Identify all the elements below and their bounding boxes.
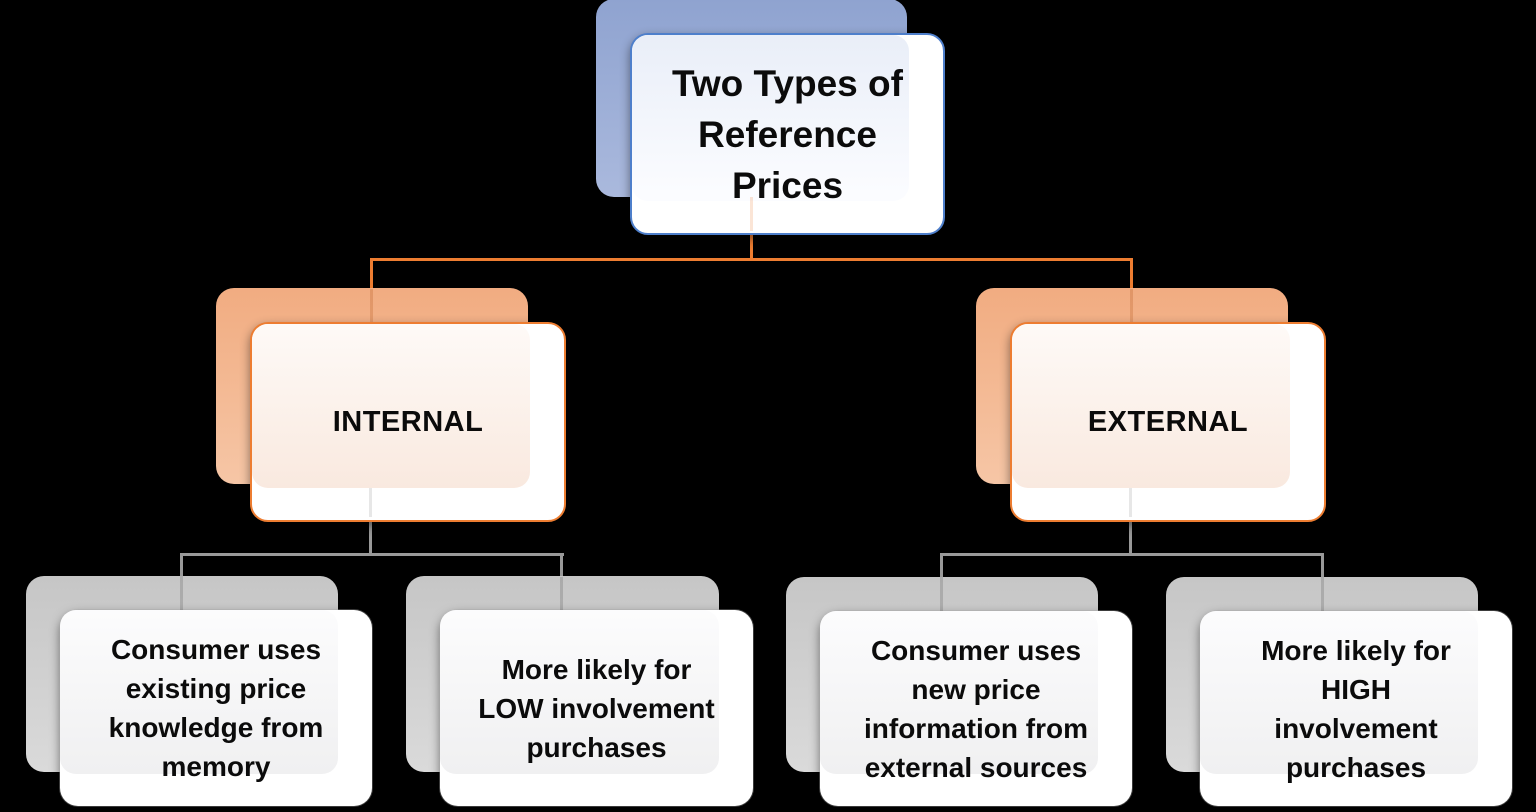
leaf-node-low-involvement: More likely for LOW involvement purchase… <box>406 576 753 806</box>
connector-drop-over-external-back <box>1130 289 1133 322</box>
connector-root-stem <box>750 231 753 261</box>
connector-internal-stem-through-card <box>369 488 372 517</box>
connector-drop-over-leaf4-back <box>1321 577 1324 611</box>
connector-external-stem <box>1129 517 1132 556</box>
root-node-label: Two Types of Reference Prices <box>672 62 903 206</box>
leaf2-label: More likely for LOW involvement purchase… <box>478 653 715 763</box>
root-node-card: Two Types of Reference Prices <box>630 33 945 235</box>
connector-drop-over-leaf2-back <box>560 577 563 610</box>
connector-root-stem-through-card <box>750 197 753 231</box>
branch-node-external: EXTERNAL <box>976 288 1326 522</box>
leaf1-card: Consumer uses existing price knowledge f… <box>60 610 372 806</box>
connector-internal-horizontal <box>180 553 564 556</box>
leaf2-card: More likely for LOW involvement purchase… <box>440 610 753 806</box>
branch-external-card: EXTERNAL <box>1010 322 1326 522</box>
leaf3-card: Consumer uses new price information from… <box>820 611 1132 806</box>
leaf1-label: Consumer uses existing price knowledge f… <box>108 634 324 782</box>
branch-internal-card: INTERNAL <box>250 322 566 522</box>
connector-drop-over-internal-back <box>370 289 373 322</box>
connector-external-horizontal <box>940 553 1324 556</box>
leaf-node-new-price-information: Consumer uses new price information from… <box>786 577 1132 806</box>
leaf-node-existing-price-knowledge: Consumer uses existing price knowledge f… <box>26 576 372 806</box>
connector-root-drop-internal <box>370 258 373 289</box>
leaf3-label: Consumer uses new price information from… <box>864 634 1088 783</box>
connector-external-drop-left <box>940 553 943 577</box>
connector-external-drop-right <box>1321 553 1324 577</box>
connector-internal-drop-right <box>560 553 563 577</box>
leaf4-card: More likely for HIGH involvement purchas… <box>1200 611 1512 806</box>
branch-external-label: EXTERNAL <box>1087 406 1249 438</box>
connector-drop-over-leaf1-back <box>180 576 183 610</box>
branch-internal-label: INTERNAL <box>332 406 484 438</box>
leaf4-label: More likely for HIGH involvement purchas… <box>1261 634 1451 783</box>
connector-root-horizontal <box>370 258 1133 261</box>
connector-drop-over-leaf3-back <box>940 577 943 611</box>
connector-external-stem-through-card <box>1129 488 1132 517</box>
root-node: Two Types of Reference Prices <box>596 0 945 235</box>
connector-root-drop-external <box>1130 258 1133 289</box>
branch-node-internal: INTERNAL <box>216 288 566 522</box>
leaf-node-high-involvement: More likely for HIGH involvement purchas… <box>1166 577 1512 806</box>
connector-internal-stem <box>369 517 372 556</box>
connector-internal-drop-left <box>180 553 183 576</box>
